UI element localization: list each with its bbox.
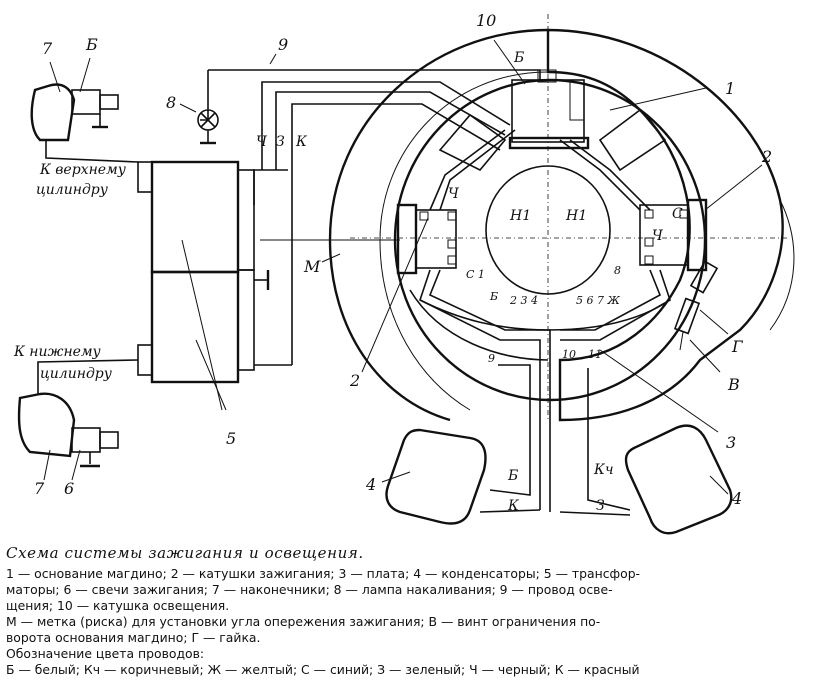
transformer-lower (137, 269, 292, 384)
mark-cond-k: К (507, 498, 520, 514)
callout-10: 10 (476, 11, 496, 30)
condenser-left (385, 428, 487, 525)
callouts: 1 2 2 3 4 4 5 Б 6 7 7 8 9 10 М Б В Г (34, 11, 772, 508)
callout-2-left: 2 (349, 371, 360, 390)
mark-234: 2 3 4 (509, 294, 538, 307)
callout-1: 1 (725, 79, 735, 98)
mark-11: 11 (588, 348, 602, 361)
condenser-right (624, 424, 733, 535)
callout-3: 3 (726, 433, 736, 452)
spark-plug-cap-upper (30, 83, 139, 163)
transformer-upper (137, 160, 255, 274)
ignition-coil-left (396, 203, 457, 275)
upper-cylinder-label-1: К верхнему (39, 162, 127, 178)
wire-marks: Ч З К Ч Ч С С 1 Б 2 3 4 5 6 7 Ж 8 9 10 1… (256, 134, 683, 514)
figure-caption: Схема системы зажигания и освещения. 1 —… (6, 544, 810, 678)
lower-cylinder-label-1: К нижнему (13, 344, 102, 360)
caption-line: ворота основания магдино; Г — гайка. (6, 630, 261, 645)
cylinder-annotations: К верхнему цилиндру К нижнему цилиндру (13, 162, 127, 382)
mark-cond-b: Б (507, 468, 518, 484)
spark-plug-cap-lower (17, 359, 139, 468)
leader-lines (43, 39, 763, 495)
wiring-harness (200, 69, 671, 516)
lighting-coil (508, 69, 590, 150)
callout-4-left: 4 (365, 475, 376, 494)
mark-9: 9 (488, 352, 495, 365)
callout-5: 5 (226, 429, 236, 448)
caption-line: маторы; 6 — свечи зажигания; 7 — наконеч… (6, 582, 613, 597)
callout-7-top: 7 (42, 39, 53, 58)
callout-4-right: 4 (731, 489, 742, 508)
mark-567: 5 6 7 Ж (576, 294, 620, 307)
label-b-top: Б (513, 50, 524, 66)
mark-z-top: З (276, 134, 285, 150)
upper-cylinder-label-2: цилиндру (36, 182, 109, 198)
label-v: В (727, 375, 740, 394)
mark-h1-left: Н1 (509, 208, 531, 224)
caption-line: Обозначение цвета проводов: (6, 646, 205, 661)
caption-line: щения; 10 — катушка освещения. (6, 598, 230, 613)
label-g: Г (731, 337, 744, 356)
caption-title: Схема системы зажигания и освещения. (6, 544, 364, 562)
mark-s1: С 1 (466, 268, 485, 281)
mark-ch-right-coil: Ч (652, 228, 664, 244)
mark-10: 10 (562, 348, 576, 361)
mark-h1-right: Н1 (565, 208, 587, 224)
callout-8: 8 (166, 93, 176, 112)
ignition-wiring-diagram: 1 2 2 3 4 4 5 Б 6 7 7 8 9 10 М Б В Г Ч З… (13, 11, 795, 535)
caption-line: Б — белый; Кч — коричневый; Ж — желтый; … (6, 662, 640, 677)
mark-cond-z: З (596, 498, 605, 514)
caption-legend: 1 — основание магдино; 2 — катушки зажиг… (6, 566, 810, 678)
callout-7-bottom: 7 (34, 479, 45, 498)
limit-screw (673, 260, 719, 351)
label-m: М (303, 257, 321, 276)
callout-6-top: Б (85, 35, 98, 54)
mark-b-num: Б (489, 290, 498, 303)
mark-ch-top: Ч (256, 134, 268, 150)
mark-s-right-coil: С (672, 206, 683, 222)
mark-cond-kch: Кч (593, 462, 614, 478)
lower-cylinder-label-2: цилиндру (40, 366, 113, 382)
callout-6-bottom: 6 (64, 479, 74, 498)
lamp (197, 109, 219, 145)
mark-ch-left-coil: Ч (448, 186, 460, 202)
caption-line: М — метка (риска) для установки угла опе… (6, 614, 601, 629)
caption-line: 1 — основание магдино; 2 — катушки зажиг… (6, 566, 641, 581)
mark-8: 8 (614, 264, 621, 277)
callout-2-right: 2 (761, 147, 772, 166)
callout-9: 9 (278, 35, 288, 54)
ignition-coil-right (639, 198, 708, 272)
mark-k-top: К (295, 134, 308, 150)
